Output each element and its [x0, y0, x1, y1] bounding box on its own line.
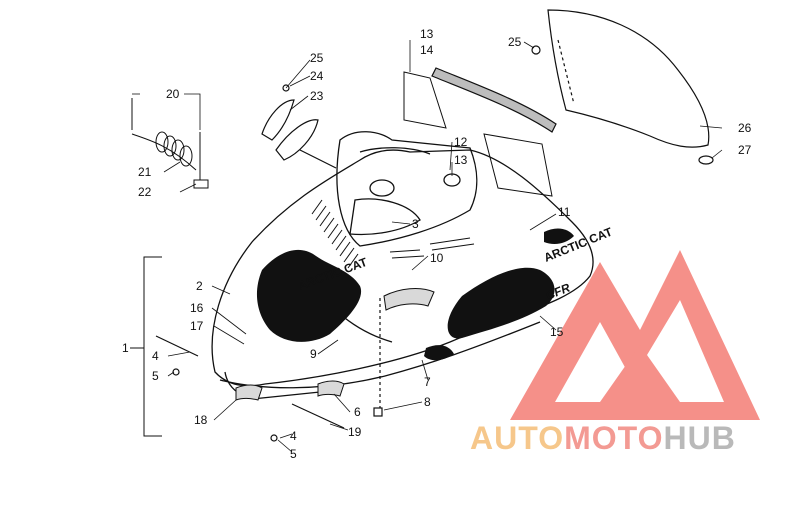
callout-5b: 5	[290, 447, 297, 461]
camo-decals	[256, 228, 574, 361]
windshield-trim	[431, 67, 557, 133]
watermark-part-3: HUB	[663, 420, 736, 456]
callout-19: 19	[348, 425, 362, 439]
callout-21: 21	[138, 165, 152, 179]
mirror-bracket	[261, 99, 337, 169]
callout-3: 3	[412, 217, 419, 231]
callout-4a: 4	[152, 349, 159, 363]
callout-10: 10	[430, 251, 444, 265]
callout-16: 16	[190, 301, 204, 315]
callout-1: 1	[122, 341, 129, 355]
callout-8: 8	[424, 395, 431, 409]
callout-2: 2	[196, 279, 203, 293]
callout-20: 20	[166, 87, 180, 101]
callout-14: 14	[420, 43, 434, 57]
callout-4b: 4	[290, 429, 297, 443]
callout-17: 17	[190, 319, 204, 333]
side-films	[403, 71, 553, 197]
hood-vent-fins	[311, 199, 475, 269]
watermark-part-1: AUTO	[470, 420, 565, 456]
callout-26: 26	[738, 121, 752, 135]
callout-7: 7	[424, 375, 431, 389]
leader-lines	[132, 40, 723, 453]
callout-13b: 13	[454, 153, 468, 167]
watermark-part-2: MOTO	[564, 420, 664, 456]
callout-27: 27	[738, 143, 752, 157]
hood-outline	[211, 149, 594, 387]
watermark-text: AUTOMOTOHUB	[470, 416, 792, 460]
grille-vents	[235, 288, 435, 401]
callout-18: 18	[194, 413, 208, 427]
hood-lower-skirt	[219, 321, 541, 389]
callout-25a: 25	[310, 51, 324, 65]
callout-9: 9	[310, 347, 317, 361]
callout-11: 11	[558, 205, 571, 219]
bracket-item-1	[130, 256, 162, 437]
hardware	[155, 45, 714, 442]
callout-22: 22	[138, 185, 152, 199]
callout-15: 15	[550, 325, 564, 339]
watermark-logo-icon	[510, 250, 760, 420]
callout-12: 12	[454, 135, 468, 149]
callout-25b: 25	[508, 35, 522, 49]
callout-13a: 13	[420, 27, 434, 41]
callouts: 1 2 3 4 4 5 5 6 7 8 9 10 11 12 13 13 14 …	[122, 27, 752, 461]
callout-24: 24	[310, 69, 324, 83]
upper-cowl	[336, 131, 478, 247]
callout-23: 23	[310, 89, 324, 103]
callout-6: 6	[354, 405, 361, 419]
windshield	[547, 9, 710, 148]
callout-5a: 5	[152, 369, 159, 383]
cable-coil	[131, 98, 209, 189]
